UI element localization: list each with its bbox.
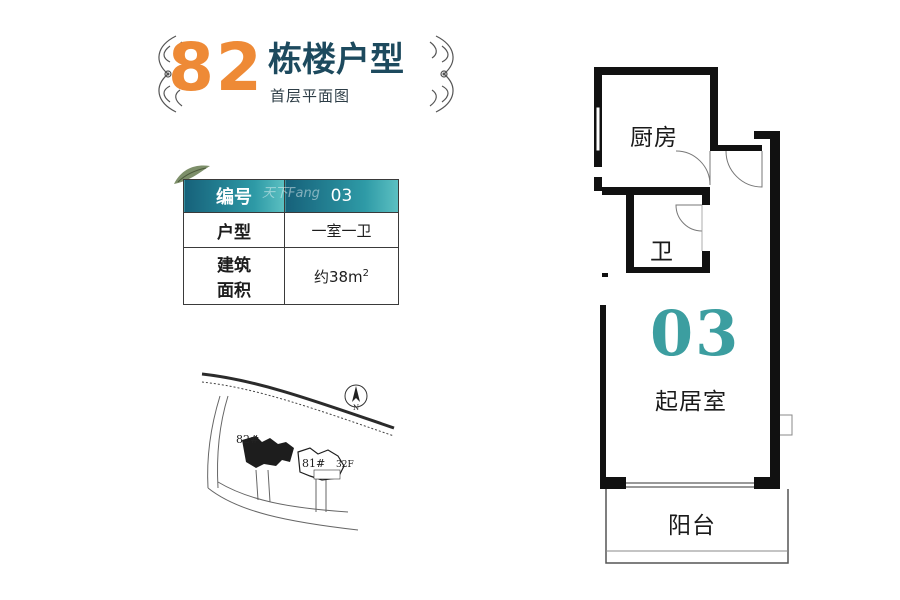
floor-area-unit-exponent: 2: [362, 267, 370, 279]
compass-north-label: N: [353, 404, 360, 412]
layout-type-label: 户型: [183, 212, 285, 248]
watermark-text: 天下Fang: [262, 186, 320, 201]
table-row: 编号 03: [183, 179, 399, 213]
room-bathroom-label: 卫: [650, 239, 674, 265]
page-title: 栋楼户型: [268, 40, 404, 80]
unit-code-value: 03: [284, 179, 399, 213]
building-81-floors: 32F: [336, 460, 354, 470]
floor-area-value: 约38m2: [284, 247, 399, 305]
right-ornament-icon: [429, 35, 454, 113]
layout-type-value: 一室一卫: [284, 212, 399, 248]
floor-plan: [594, 67, 793, 564]
left-ornament-icon: [158, 35, 183, 113]
room-living-label: 起居室: [655, 389, 727, 415]
room-kitchen-label: 厨房: [630, 125, 678, 151]
building-number: 82: [168, 29, 264, 106]
table-row: 建筑 面积 约38m2: [183, 247, 399, 305]
floor-area-label: 建筑 面积: [183, 247, 285, 305]
unit-code-label: 编号: [183, 179, 285, 213]
floor-area-number: 约38m: [313, 267, 363, 286]
building-81-label: 81#: [302, 457, 326, 470]
table-row: 户型 一室一卫: [183, 212, 399, 248]
floor-area-label-line1: 建筑: [217, 256, 251, 276]
unit-info-table: 编号 03 户型 一室一卫 建筑 面积 约38m2: [183, 179, 399, 305]
page-subtitle: 首层平面图: [270, 87, 351, 105]
room-balcony-label: 阳台: [668, 513, 716, 539]
floor-area-label-line2: 面积: [217, 281, 251, 301]
site-map: [201, 372, 395, 531]
building-82-label: 82#: [236, 433, 260, 446]
unit-number-label: 03: [650, 297, 741, 370]
